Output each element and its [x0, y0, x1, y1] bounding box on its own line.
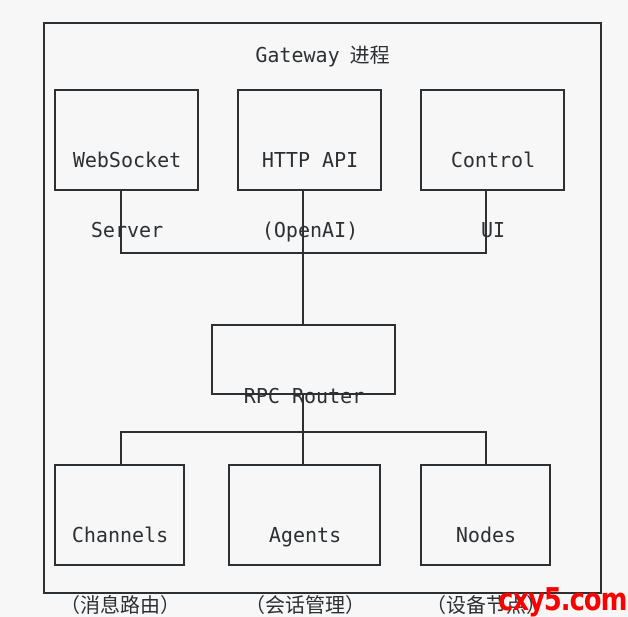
outer-frame-title: Gateway 进程 — [43, 44, 602, 66]
connector-controlui-down — [485, 190, 487, 252]
box-left-border — [54, 89, 56, 191]
watermark: cxy5.com — [497, 582, 627, 617]
connector-nodes-down — [485, 431, 487, 464]
box-top-border — [420, 89, 565, 91]
connector-websocket-down — [120, 190, 122, 252]
box-label-line2: （会话管理） — [245, 593, 365, 617]
box-top-border — [54, 89, 199, 91]
box-label-line1: Channels — [71, 523, 169, 547]
box-bottom-border — [54, 189, 199, 191]
box-label-line1: Nodes — [455, 523, 517, 547]
box-label: Agents （会话管理） — [230, 481, 380, 617]
connector-agents-down — [302, 431, 304, 464]
box-label-line2: (OpenAI) — [261, 218, 359, 242]
box-label: Control UI — [422, 106, 564, 284]
outer-frame-top-border — [43, 22, 602, 24]
box-label: Nodes （设备节点） — [422, 481, 550, 617]
connector-router-down — [302, 394, 304, 432]
box-left-border — [228, 464, 230, 566]
box-right-border — [183, 464, 185, 566]
box-left-border — [211, 324, 213, 395]
title-latin: Gateway — [255, 43, 340, 67]
connector-httpapi-down — [302, 190, 304, 252]
box-bottom-border — [237, 189, 382, 191]
box-right-border — [394, 324, 396, 395]
box-label-line2: （消息路由） — [60, 593, 180, 617]
box-label-line2: UI — [480, 218, 506, 242]
box-right-border — [380, 89, 382, 191]
box-label-line1: WebSocket — [72, 148, 182, 172]
box-label-line2: Server — [90, 218, 164, 242]
box-top-border — [228, 464, 381, 466]
box-label-line2: （设备节点） — [426, 593, 546, 617]
box-right-border — [549, 464, 551, 566]
box-top-border — [54, 464, 185, 466]
box-bottom-border — [420, 189, 565, 191]
box-top-border — [211, 324, 396, 326]
connector-join-to-router — [302, 252, 304, 324]
box-top-border — [237, 89, 382, 91]
box-label: Channels （消息路由） — [56, 481, 184, 617]
box-bottom-border — [54, 564, 185, 566]
title-cjk: 进程 — [349, 43, 390, 67]
box-label-line1: HTTP API — [261, 148, 359, 172]
box-right-border — [563, 89, 565, 191]
box-left-border — [420, 464, 422, 566]
box-label: WebSocket Server — [56, 106, 198, 284]
box-right-border — [197, 89, 199, 191]
box-label: RPC Router — [213, 342, 395, 450]
outer-frame-left-border — [43, 22, 45, 594]
box-left-border — [237, 89, 239, 191]
box-label-line1: RPC Router — [243, 384, 365, 408]
box-label-line1: Agents — [268, 523, 342, 547]
box-top-border — [420, 464, 551, 466]
box-bottom-border — [228, 564, 381, 566]
outer-frame-bottom-border — [43, 592, 602, 594]
box-right-border — [379, 464, 381, 566]
connector-channels-down — [120, 431, 122, 464]
box-label: HTTP API (OpenAI) — [239, 106, 381, 284]
box-left-border — [420, 89, 422, 191]
box-label-line1: Control — [450, 148, 536, 172]
outer-frame-right-border — [600, 22, 602, 594]
box-bottom-border — [420, 564, 551, 566]
box-left-border — [54, 464, 56, 566]
